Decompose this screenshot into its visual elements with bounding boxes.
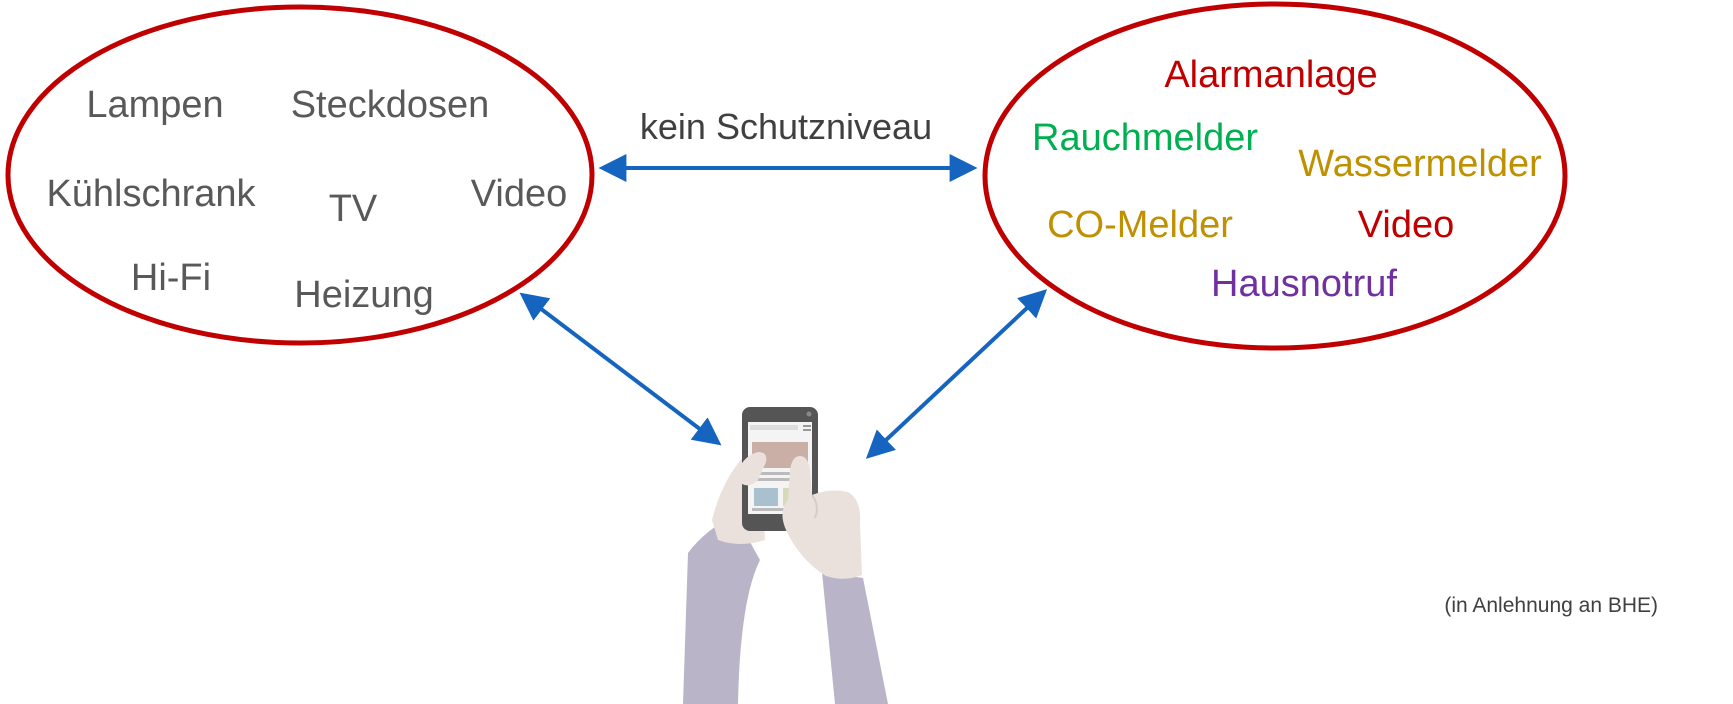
screen-text-line-2 [752,478,808,481]
source-credit: (in Anlehnung an BHE) [1444,594,1658,617]
screen-text-line-3 [752,508,808,511]
device-label-heizung: Heizung [294,274,433,316]
device-label-video-security: Video [1358,204,1455,246]
left-sleeve [683,515,760,704]
screen-tile-blue [754,488,778,506]
device-label-video: Video [471,173,568,215]
device-label-kuehlschrank: Kühlschrank [46,173,256,215]
screen-menu-line-2 [803,429,811,431]
arrow-security-to-phone [865,289,1048,459]
device-label-lampen: Lampen [86,84,223,126]
security-devices-group: Alarmanlage Rauchmelder Wassermelder CO-… [1032,54,1542,305]
arrow-home-to-phone [519,292,722,446]
screen-header-bar [750,425,798,430]
device-label-steckdosen: Steckdosen [291,84,490,126]
device-label-rauchmelder: Rauchmelder [1032,117,1258,159]
smartphone-camera [806,411,812,417]
screen-text-line-1 [752,472,808,475]
device-label-hausnotruf: Hausnotruf [1211,263,1397,305]
home-devices-ellipse [5,4,595,346]
right-hand [782,456,862,579]
device-label-hifi: Hi-Fi [131,257,211,299]
device-label-wassermelder: Wassermelder [1298,143,1542,185]
hands-holding-smartphone-icon [683,407,888,704]
right-finger-knuckle [811,494,818,519]
screen-menu-line-1 [803,425,811,427]
connection-label: kein Schutzniveau [640,106,932,147]
home-devices-group: Lampen Steckdosen Kühlschrank TV Video H… [46,84,567,316]
right-sleeve [822,572,888,704]
left-thumb [738,452,767,486]
device-label-tv: TV [329,188,378,230]
device-label-co-melder: CO-Melder [1047,204,1233,246]
device-label-alarmanlage: Alarmanlage [1164,54,1377,96]
security-devices-ellipse [982,1,1568,351]
